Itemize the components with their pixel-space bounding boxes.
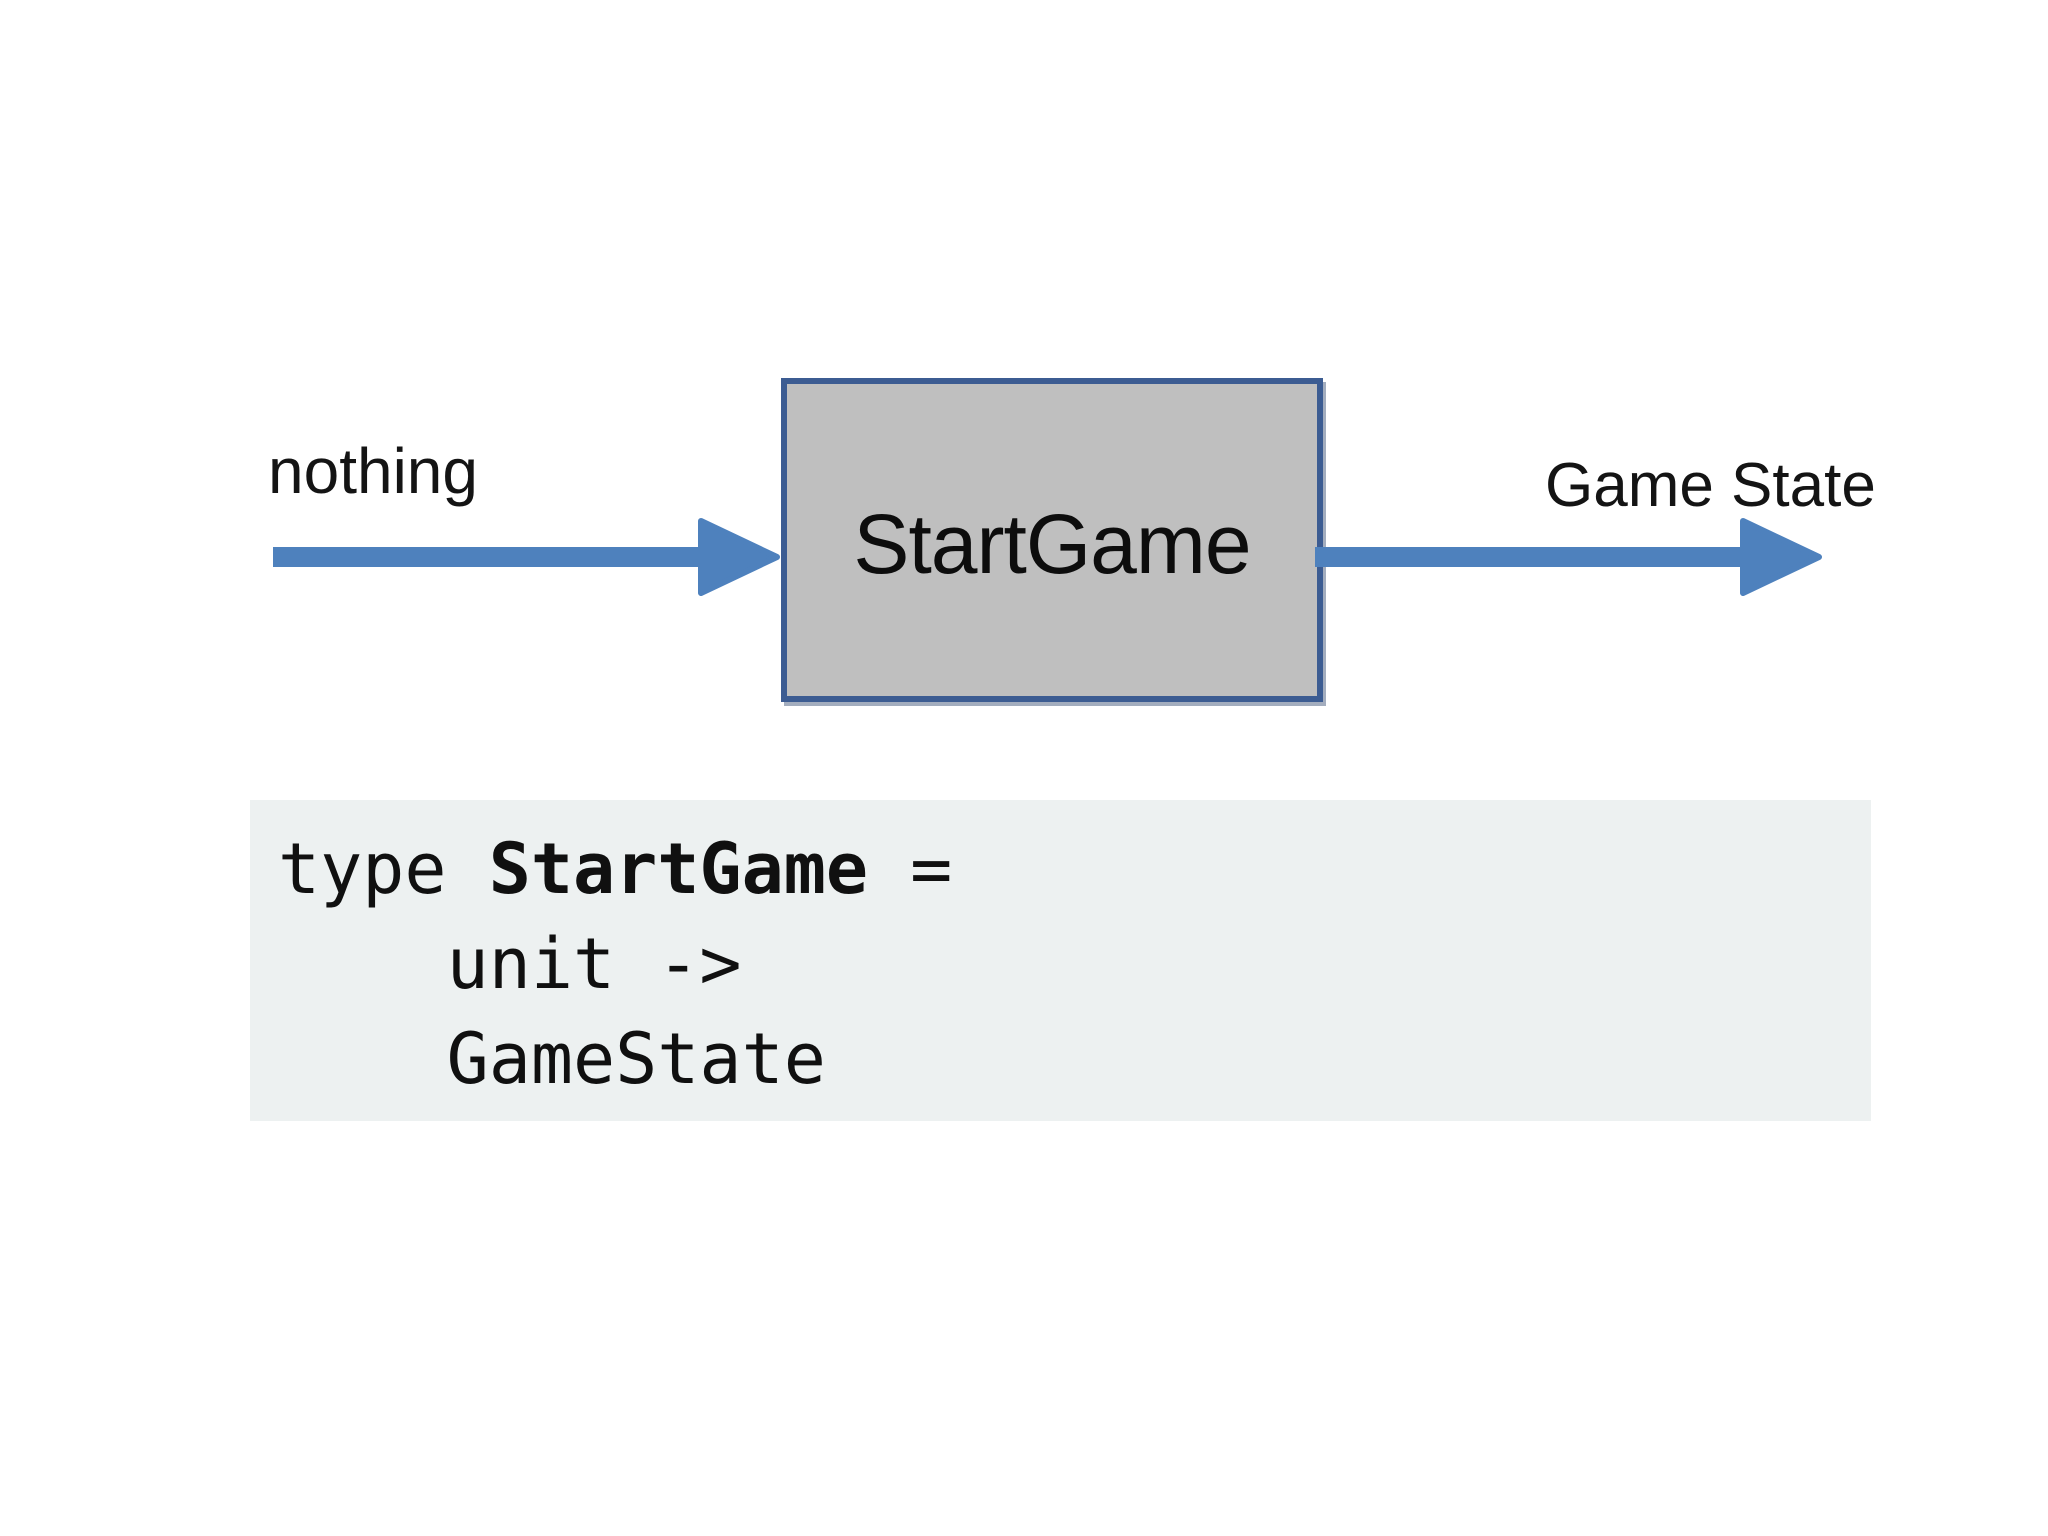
output-arrow-icon [1315, 518, 1822, 596]
function-box-label: StartGame [853, 496, 1251, 591]
input-label: nothing [268, 435, 478, 507]
function-box: StartGame [781, 378, 1323, 702]
code-keyword: type [278, 828, 489, 910]
input-arrow-icon [273, 518, 780, 596]
code-block: type StartGame = unit -> GameState [250, 800, 1871, 1121]
code-line-3: GameState [278, 1018, 826, 1100]
output-label: Game State [1545, 451, 1876, 520]
code-type-name: StartGame [488, 828, 869, 910]
code-equals: = [868, 828, 953, 910]
code-text: type StartGame = unit -> GameState [250, 800, 1871, 1107]
code-line-2: unit -> [278, 923, 742, 1005]
